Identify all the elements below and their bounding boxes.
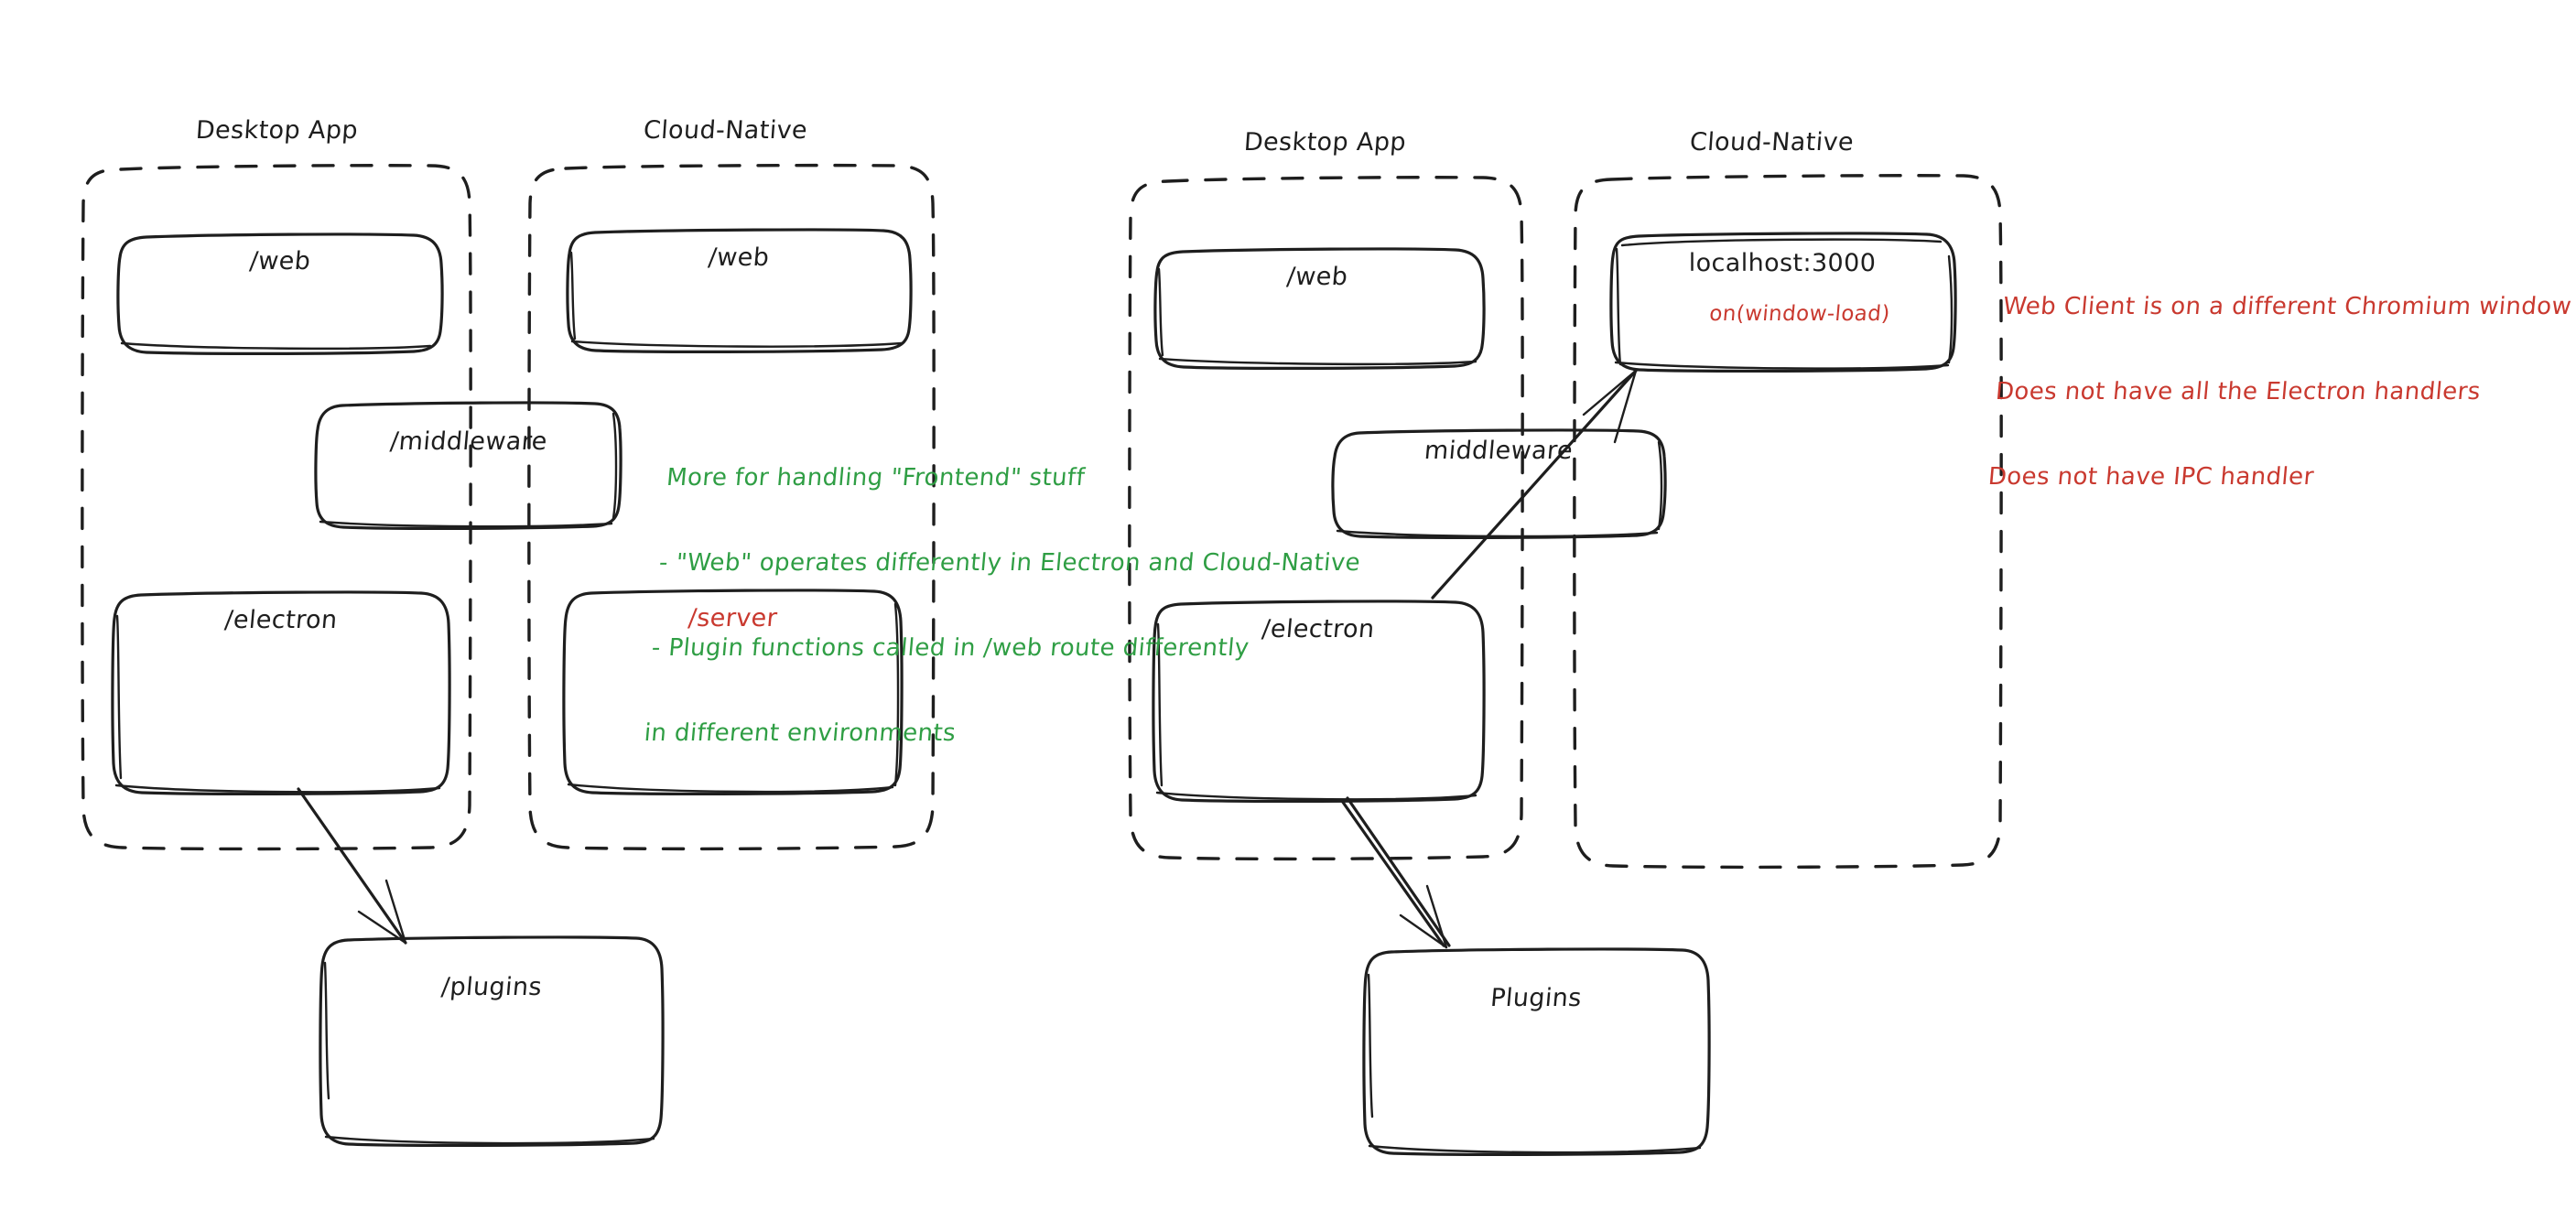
left-scenario-note: More for handling "Frontend" stuff - "We… xyxy=(638,407,1374,805)
left-cloud-group-title: Cloud-Native xyxy=(642,116,809,145)
left-desktop-group-title: Desktop App xyxy=(194,116,360,145)
left-plugins-label: /plugins xyxy=(439,973,544,1001)
right-arrow-electron-to-localhost xyxy=(1431,369,1638,600)
right-localhost-sublabel: on(window-load) xyxy=(1708,302,1891,326)
right-middleware-node-border[interactable] xyxy=(1331,428,1667,539)
right-plugins-label: Plugins xyxy=(1488,984,1584,1012)
left-middleware-label: /middleware xyxy=(388,427,549,456)
left-desktop-group-border xyxy=(81,164,472,851)
right-localhost-label: localhost:3000 xyxy=(1688,249,1877,277)
left-desktop-web-label: /web xyxy=(248,247,312,276)
right-electron-label: /electron xyxy=(1261,615,1376,643)
left-cloud-web-node-border[interactable] xyxy=(566,228,913,353)
left-electron-node-border[interactable] xyxy=(111,590,451,795)
right-desktop-group-title: Desktop App xyxy=(1242,128,1408,157)
right-desktop-web-node-border[interactable] xyxy=(1153,247,1486,370)
right-electron-node-border[interactable] xyxy=(1152,600,1486,803)
note-line-1: Web Client is on a different Chromium wi… xyxy=(2001,293,2573,320)
left-middleware-node-border[interactable] xyxy=(314,401,622,530)
left-plugins-node-border[interactable] xyxy=(319,935,665,1147)
right-middleware-label: middleware xyxy=(1423,437,1575,465)
note-line-3: Does not have IPC handler xyxy=(1986,463,2315,491)
right-cloud-group-title: Cloud-Native xyxy=(1688,128,1856,157)
right-desktop-web-label: /web xyxy=(1285,263,1349,291)
right-cloud-group-border xyxy=(1573,174,2003,870)
left-cloud-group-border xyxy=(527,163,936,851)
left-desktop-web-node-border[interactable] xyxy=(116,232,444,355)
right-desktop-group-border xyxy=(1128,176,1524,861)
left-arrow-electron-to-plugins xyxy=(297,787,407,945)
right-scenario-note: Web Client is on a different Chromium wi… xyxy=(1982,236,2576,548)
note-line-1: More for handling "Frontend" stuff xyxy=(665,464,1087,492)
right-plugins-node-border[interactable] xyxy=(1362,947,1711,1156)
note-line-4: in different environments xyxy=(643,719,958,747)
note-line-2: - "Web" operates differently in Electron… xyxy=(657,549,1362,577)
right-arrow-electron-to-plugins xyxy=(1340,796,1451,949)
left-server-node-border[interactable] xyxy=(562,589,904,795)
right-localhost-node-border[interactable] xyxy=(1609,232,1957,373)
left-cloud-web-label: /web xyxy=(707,243,771,272)
left-electron-label: /electron xyxy=(223,606,339,634)
note-line-2: Does not have all the Electron handlers xyxy=(1994,378,2482,405)
